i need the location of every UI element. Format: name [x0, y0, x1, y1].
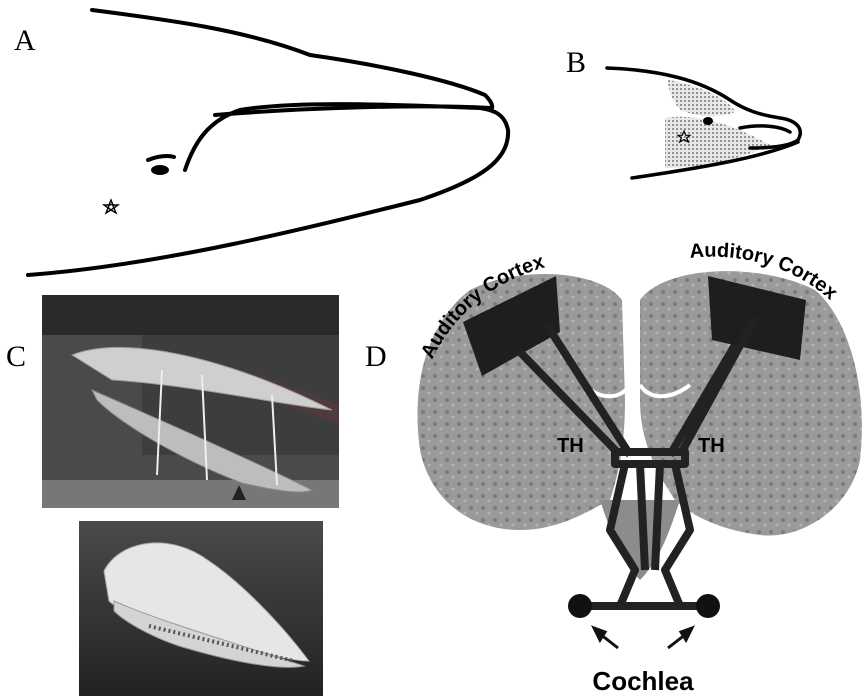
whale-lower-outline	[28, 104, 508, 275]
panel-letter-c: C	[6, 340, 26, 374]
left-auditory-cortex-box	[463, 276, 560, 376]
brain-left-hemisphere	[417, 274, 625, 530]
whale-upper-outline	[92, 10, 492, 108]
arrow-icon	[668, 628, 692, 648]
dolphin-skull-photo	[79, 521, 323, 696]
right-thalamus-label: TH	[698, 435, 725, 457]
left-cochlea-node	[568, 594, 592, 618]
dolphin-eye	[703, 117, 713, 125]
whale-skull-photo	[42, 295, 339, 508]
dolphin-melon-stipple	[668, 80, 735, 116]
brainstem	[600, 500, 680, 580]
dolphin-mouth	[740, 126, 790, 132]
brain-right-hemisphere	[640, 271, 862, 535]
dolphin-lower-outline	[632, 142, 798, 178]
left-auditory-cortex-label: Auditory Cortex	[417, 251, 547, 362]
star-icon	[104, 200, 118, 213]
left-thalamus-label: TH	[557, 435, 584, 457]
cochlea-label: Cochlea	[592, 666, 694, 696]
right-auditory-cortex-box	[708, 276, 806, 360]
right-cochlea-node	[696, 594, 720, 618]
panel-letter-b: B	[566, 46, 586, 80]
arrow-icon	[594, 628, 618, 648]
whale-eye-line	[148, 156, 174, 160]
whale-rostrum-line	[215, 106, 490, 115]
whale-eye	[151, 165, 169, 175]
star-icon	[678, 131, 690, 142]
right-auditory-cortex-label: Auditory Cortex	[689, 240, 842, 304]
panel-letter-a: A	[14, 24, 36, 58]
dolphin-upper-outline	[607, 68, 800, 148]
panel-letter-d: D	[365, 340, 387, 374]
dolphin-jaw-stipple	[665, 117, 770, 168]
